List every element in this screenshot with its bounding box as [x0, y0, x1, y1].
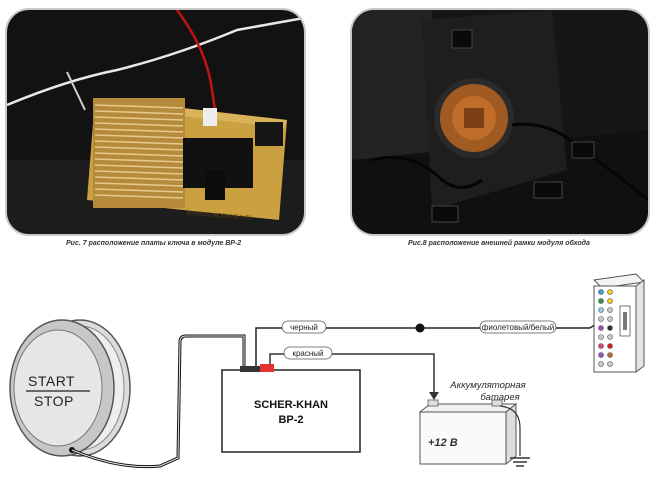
module-frame-photo-image	[352, 10, 648, 234]
wiring-diagram: START STOP SCHER-KHAN BP-2 черный фи	[9, 273, 646, 469]
battery-label-line2: батарея	[480, 392, 519, 403]
key-board-photo-image: BYPASS MODULE-1-01	[7, 10, 304, 234]
scher-khan-module: SCHER-KHAN BP-2	[221, 364, 361, 453]
svg-text:фиолетовый/белый: фиолетовый/белый	[482, 323, 554, 332]
wire-junction	[415, 323, 425, 333]
red-wire	[269, 353, 435, 396]
caption-key-board: Рис. 7 расположение платы ключа в модуле…	[66, 240, 242, 247]
board-marking: BYPASS MODULE-1-01	[187, 211, 253, 222]
ground-wire	[499, 405, 521, 456]
photo-key-board: BYPASS MODULE-1-01	[5, 8, 306, 236]
module-name: SCHER-KHAN	[254, 399, 328, 411]
battery-label-line1: Аккумуляторная	[449, 380, 526, 391]
start-stop-button: START STOP	[9, 319, 131, 457]
photo-module-frame	[350, 8, 650, 236]
start-label: START	[28, 373, 75, 389]
svg-text:черный: черный	[290, 323, 318, 332]
stop-label: STOP	[34, 393, 74, 409]
svg-text:красный: красный	[292, 349, 323, 358]
black-wire-label: черный	[281, 320, 327, 334]
battery: Аккумуляторная батарея +12 В	[418, 380, 526, 466]
ignition-connector-icon	[592, 273, 646, 373]
violet-white-wire-label: фиолетовый/белый	[479, 320, 557, 334]
ground-icon	[510, 457, 530, 467]
caption-module-frame: Рис.8 расположение внешней рамки модуля …	[408, 240, 590, 247]
battery-voltage: +12 В	[428, 437, 458, 449]
red-wire-label: красный	[283, 346, 333, 360]
module-model: BP-2	[278, 414, 303, 426]
